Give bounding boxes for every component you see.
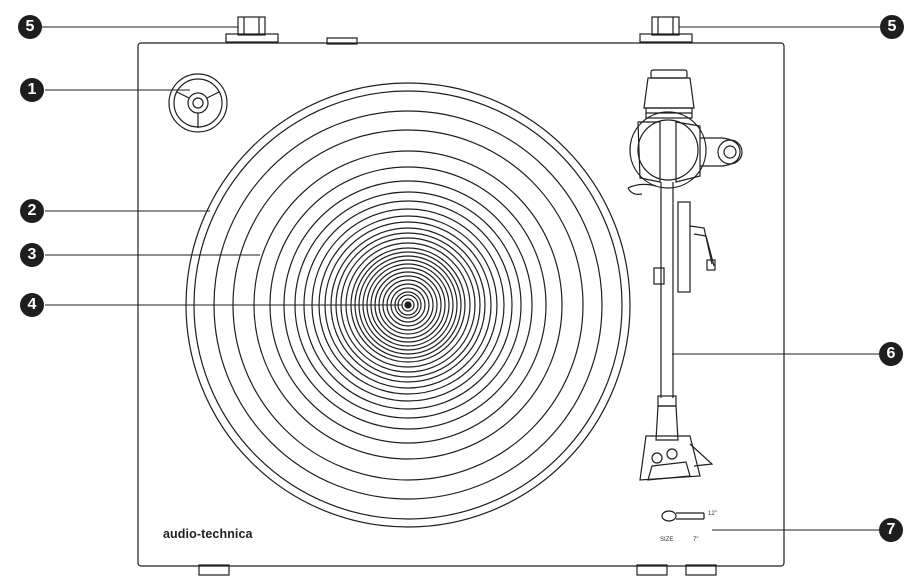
hinge-left bbox=[225, 16, 279, 43]
foot-left bbox=[198, 564, 230, 576]
callout-badge-4: 4 bbox=[20, 293, 44, 317]
size-label-size: SIZE bbox=[660, 537, 674, 543]
callout-badge-3: 3 bbox=[20, 243, 44, 267]
callout-badge-7: 7 bbox=[879, 518, 903, 542]
tonearm bbox=[627, 69, 743, 481]
adapter-45 bbox=[168, 73, 228, 133]
size-label-7: 7" bbox=[693, 537, 699, 543]
foot-right-inner bbox=[636, 564, 668, 576]
hinge-right bbox=[639, 16, 693, 43]
brand-logo: audio-technica bbox=[163, 527, 253, 541]
callout-badge-1: 1 bbox=[20, 78, 44, 102]
top-tab bbox=[326, 37, 358, 45]
callout-badge-5-right: 5 bbox=[880, 15, 904, 39]
callout-badge-6: 6 bbox=[879, 342, 903, 366]
callout-badge-2: 2 bbox=[20, 199, 44, 223]
foot-right-outer bbox=[685, 564, 717, 576]
leader-lines bbox=[42, 26, 880, 531]
size-selector bbox=[661, 510, 705, 522]
callout-badge-5-left: 5 bbox=[18, 15, 42, 39]
size-label-12: 12" bbox=[708, 511, 717, 517]
